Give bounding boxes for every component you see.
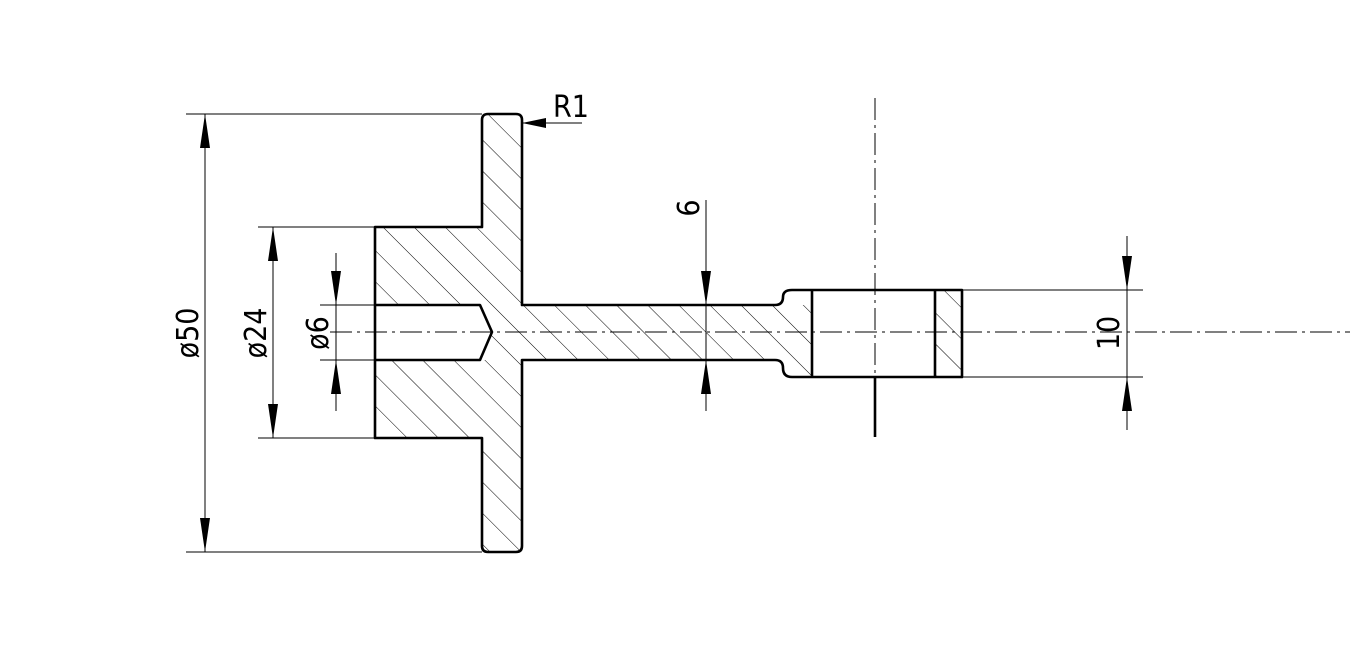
shaft-thickness-label: 6 xyxy=(672,199,707,216)
dimension-fillet-radius: R1 xyxy=(522,90,589,128)
dimension-bore-diameter: ø6 xyxy=(301,253,375,411)
dimension-hub-diameter: ø24 xyxy=(239,226,375,439)
end-ring-hatch xyxy=(935,290,962,377)
dimension-outer-diameter: ø50 xyxy=(171,113,482,553)
dimension-shaft-thickness: 6 xyxy=(672,199,711,411)
fillet-radius-label: R1 xyxy=(553,90,589,125)
hub-diameter-label: ø24 xyxy=(239,308,274,359)
part-section-hatch xyxy=(375,114,812,552)
dimension-end-thickness: 10 xyxy=(962,236,1143,430)
bore-diameter-label: ø6 xyxy=(301,316,336,350)
part-outline xyxy=(373,112,964,554)
outer-diameter-label: ø50 xyxy=(171,308,206,359)
end-thickness-label: 10 xyxy=(1092,316,1127,350)
